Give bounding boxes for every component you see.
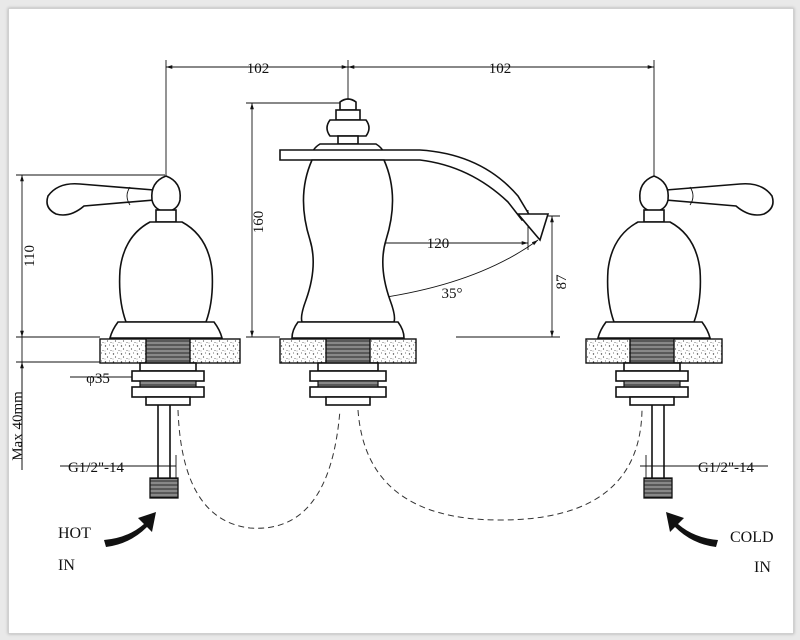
spout-reach-label: 120 [427, 236, 450, 252]
center-spout [279, 98, 550, 406]
right-spacing-label: 102 [489, 61, 512, 77]
cold-valve [596, 175, 774, 499]
hot-in-label: IN [58, 557, 75, 574]
thread-left-label: G1/2"-14 [68, 460, 125, 476]
spout-clearance-label: 87 [554, 274, 570, 290]
spout-height-dimension [246, 102, 346, 338]
max-deck-label: Max 40mm [10, 391, 26, 461]
handle-height-label: 110 [22, 245, 38, 267]
countertop-deck [99, 338, 723, 364]
connection-hoses [177, 409, 643, 529]
thread-dimensions [60, 455, 768, 478]
cold-in-label: IN [754, 559, 771, 576]
spout-angle-label: 35° [442, 286, 463, 302]
spout-height-label: 160 [251, 211, 267, 234]
hole-diameter-label: φ35 [86, 371, 110, 387]
hot-valve [46, 175, 224, 499]
hot-label: HOT [58, 525, 91, 542]
left-spacing-label: 102 [247, 61, 270, 77]
cold-inlet-arrow [666, 512, 718, 547]
cold-label: COLD [730, 529, 774, 546]
handle-height-dimension [16, 174, 165, 470]
hot-inlet-arrow [104, 512, 156, 547]
thread-right-label: G1/2"-14 [698, 460, 755, 476]
spout-clearance-dimension [456, 215, 560, 338]
top-dimensions [165, 60, 655, 175]
